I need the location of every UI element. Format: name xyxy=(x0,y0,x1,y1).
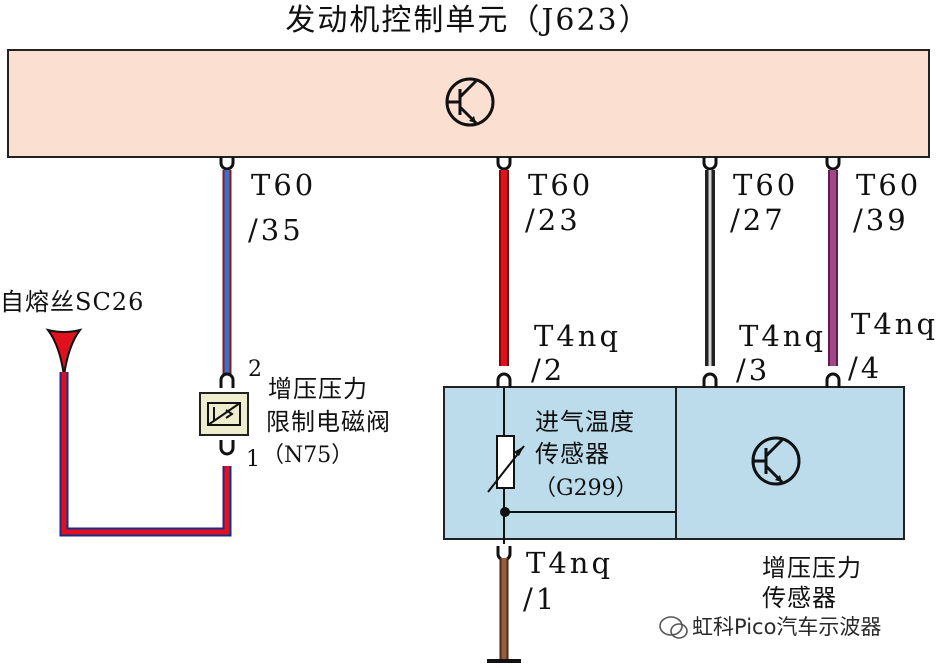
junction-dot xyxy=(500,507,510,517)
wechat-icon xyxy=(659,616,688,639)
t4nq-4-label: T4nq xyxy=(851,307,937,341)
wire-fuse-sc26 xyxy=(59,372,232,537)
ecu-connector-cups xyxy=(219,157,841,171)
diagram-title: 发动机控制单元（J623） xyxy=(285,3,650,38)
g299-name-line1: 进气温度 xyxy=(535,408,635,436)
ecu-block xyxy=(7,49,930,158)
n75-name-line1: 增压压力 xyxy=(268,375,368,403)
t4nq-2-label: T4nq xyxy=(534,319,621,353)
t4nq-1-label: T4nq xyxy=(526,546,613,580)
ecu-pin-39-label: T60 xyxy=(856,168,921,202)
boost-transistor-icon xyxy=(751,436,801,486)
ecu-pin-35-label: T60 xyxy=(251,168,316,202)
fuse-label: 自熔丝SC26 xyxy=(0,288,144,316)
n75-code: （N75） xyxy=(262,443,353,468)
ecu-pin-35-num: /35 xyxy=(248,213,304,247)
t4nq-4-num: /4 xyxy=(848,351,882,385)
t4nq-1-num: /1 xyxy=(523,582,557,616)
sensor-housing xyxy=(443,386,905,540)
transistor-icon xyxy=(445,77,495,127)
ecu-pin-23-label: T60 xyxy=(528,168,593,202)
t4nq-3-label: T4nq xyxy=(739,319,826,353)
thermistor-icon xyxy=(487,435,525,493)
n75-pin-1: 1 xyxy=(246,447,260,472)
g299-code: （G299） xyxy=(534,476,638,501)
t4nq-2-num: /2 xyxy=(531,353,565,387)
n75-connector-cups xyxy=(219,372,235,456)
fuse-arrow-icon xyxy=(45,328,83,377)
sensor-connector-cups xyxy=(496,372,841,562)
solenoid-valve-icon xyxy=(207,402,241,426)
t4nq-3-num: /3 xyxy=(736,353,770,387)
boost-name-line2: 传感器 xyxy=(762,584,837,612)
ecu-pin-27-num: /27 xyxy=(730,203,786,237)
watermark: 虹科Pico汽车示波器 xyxy=(692,615,881,639)
ecu-pin-27-label: T60 xyxy=(733,168,798,202)
boost-name-line1: 增压压力 xyxy=(762,554,862,582)
n75-pin-2: 2 xyxy=(248,357,262,382)
g299-name-line2: 传感器 xyxy=(535,440,610,468)
n75-name-line2: 限制电磁阀 xyxy=(266,408,391,436)
ecu-pin-23-num: /23 xyxy=(525,203,581,237)
ecu-pin-39-num: /39 xyxy=(853,203,909,237)
